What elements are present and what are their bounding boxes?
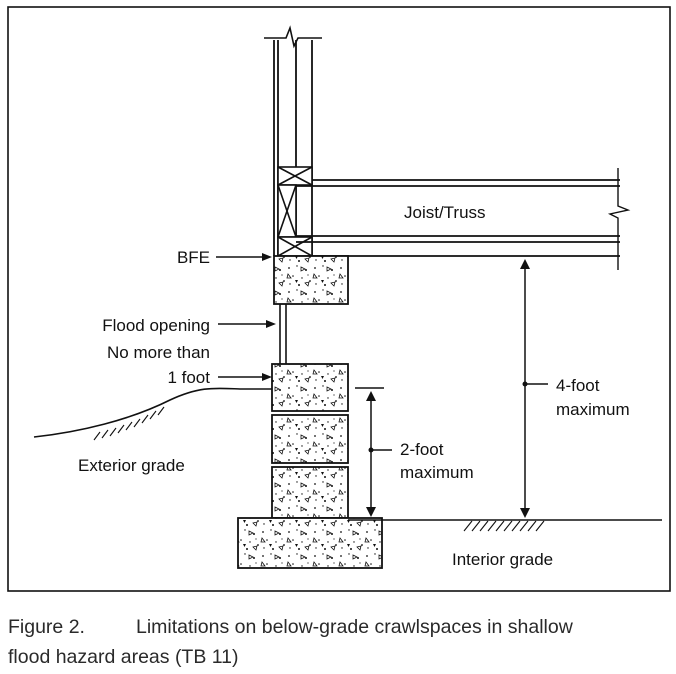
interior-grade-line <box>348 519 662 532</box>
exterior-grade-label: Exterior grade <box>78 456 185 475</box>
exterior-grade-line <box>33 387 272 441</box>
one-foot-label: 1 foot <box>167 368 210 387</box>
four-foot-maximum-label: maximum <box>556 400 630 419</box>
leader-arrows <box>216 253 276 381</box>
two-foot-label: 2-foot <box>400 440 444 459</box>
four-foot-label: 4-foot <box>556 376 600 395</box>
sill-blocking <box>277 166 313 257</box>
two-foot-dimension <box>355 387 392 517</box>
figure-caption: Figure 2. Limitations on below-grade craw… <box>8 612 668 642</box>
caption-text-line-1: Limitations on below-grade crawlspaces i… <box>136 616 573 638</box>
interior-grade-label: Interior grade <box>452 550 553 569</box>
figure-border <box>7 6 671 592</box>
foundation-block-3 <box>271 466 349 519</box>
foundation-block-1 <box>271 363 349 412</box>
joist-truss-label: Joist/Truss <box>404 203 486 222</box>
figure-number: Figure 2. <box>8 616 85 638</box>
four-foot-dimension <box>520 259 548 518</box>
two-foot-maximum-label: maximum <box>400 463 474 482</box>
flood-opening-label: Flood opening <box>102 316 210 335</box>
joist-truss <box>296 168 631 270</box>
top-block <box>273 255 349 305</box>
diagram-figure: Joist/Truss BFE Flood opening No more th… <box>7 6 671 592</box>
caption-text-line-2: flood hazard areas (TB 11) <box>8 646 239 668</box>
bfe-label: BFE <box>177 248 210 267</box>
flood-opening <box>279 304 287 364</box>
footing <box>237 517 383 569</box>
figure-caption-continued: flood hazard areas (TB 11) <box>8 642 668 672</box>
foundation-block-2 <box>271 414 349 464</box>
no-more-than-label: No more than <box>107 343 210 362</box>
